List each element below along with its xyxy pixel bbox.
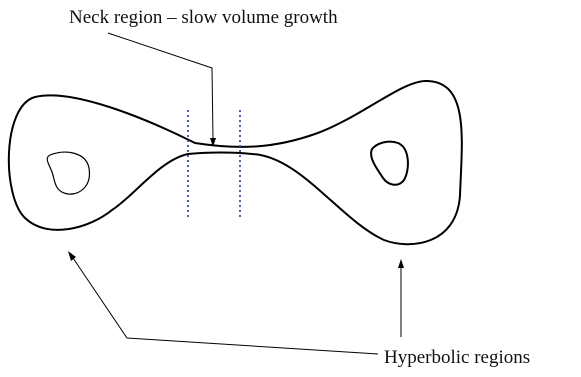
neck-pointer-line [107, 32, 214, 140]
surface-outline [7, 79, 463, 246]
neck-label: Neck region – slow volume growth [69, 7, 338, 28]
hyperbolic-arrowhead-left [68, 251, 76, 261]
right-hole [370, 140, 409, 186]
hyperbolic-label: Hyperbolic regions [384, 347, 530, 368]
hyperbolic-arrowhead-right [398, 259, 404, 268]
left-hole [46, 151, 91, 195]
hyperbolic-pointer-line [72, 257, 379, 355]
neck-pointer-arrowhead [210, 138, 216, 147]
